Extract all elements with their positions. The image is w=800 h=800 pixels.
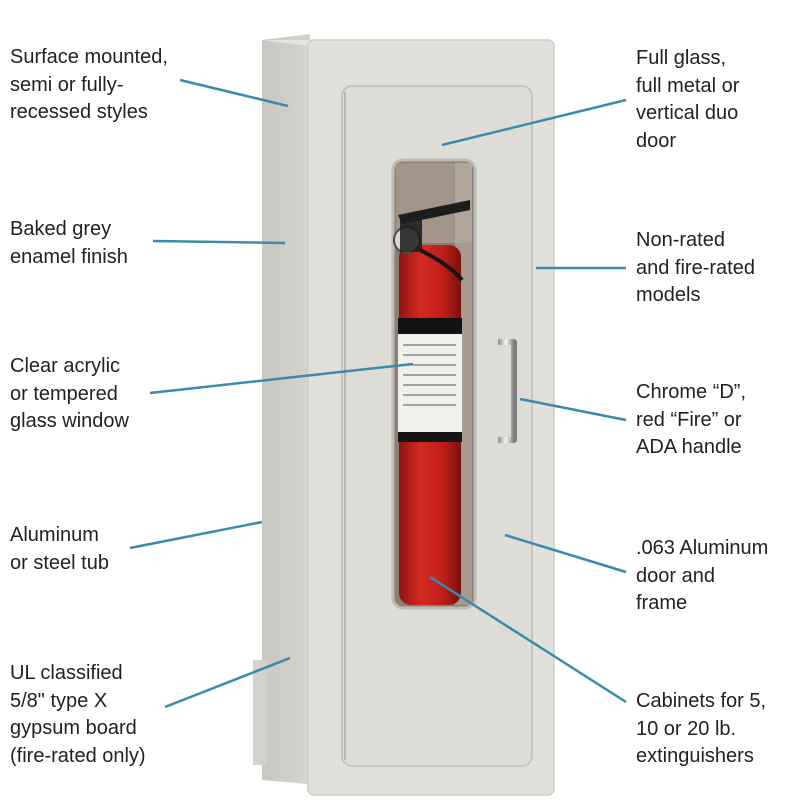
callout-line: or tempered bbox=[10, 382, 118, 405]
callout-tub: Aluminum or steel tub bbox=[10, 522, 109, 577]
callout-line: door and bbox=[636, 564, 715, 587]
callout-line: or steel tub bbox=[10, 551, 109, 574]
callout-line: enamel finish bbox=[10, 245, 128, 268]
callout-door-type: Full glass, full metal or vertical duo d… bbox=[636, 45, 739, 155]
callout-line: Non-rated bbox=[636, 229, 725, 251]
callout-line: Aluminum bbox=[10, 524, 99, 546]
callout-finish: Baked grey enamel finish bbox=[10, 216, 128, 271]
callout-line: 10 or 20 lb. bbox=[636, 717, 737, 740]
callout-line: .063 Aluminum bbox=[636, 537, 769, 559]
leader-handle bbox=[519, 397, 627, 422]
callout-line: extinguishers bbox=[636, 745, 754, 767]
callout-line: frame bbox=[636, 592, 688, 614]
leader-capacity bbox=[429, 575, 627, 704]
callout-surface: Surface mounted, semi or fully- recessed… bbox=[10, 44, 168, 127]
callout-line: (fire-rated only) bbox=[10, 744, 146, 767]
callout-line: red “Fire” or bbox=[636, 408, 742, 431]
leader-material bbox=[504, 533, 627, 574]
callout-material: .063 Aluminum door and frame bbox=[636, 535, 768, 618]
callout-line: Full glass, bbox=[636, 47, 727, 69]
callout-line: UL classified bbox=[10, 662, 123, 684]
callout-line: Cabinets for 5, bbox=[636, 690, 767, 712]
extinguisher bbox=[393, 200, 470, 605]
callout-line: and fire-rated bbox=[636, 256, 755, 279]
callout-line: 5/8" type X bbox=[10, 689, 108, 712]
callout-line: Chrome “D”, bbox=[636, 381, 747, 403]
callout-line: semi or fully- bbox=[10, 73, 124, 96]
callout-line: vertical duo bbox=[636, 102, 739, 124]
callout-line: Clear acrylic bbox=[10, 355, 121, 377]
callout-line: glass window bbox=[10, 410, 129, 432]
d-handle bbox=[498, 339, 517, 443]
callout-line: gypsum board bbox=[10, 717, 137, 739]
leader-door-type bbox=[441, 98, 627, 147]
callout-line: recessed styles bbox=[10, 101, 148, 123]
callout-line: ADA handle bbox=[636, 436, 742, 458]
leader-surface bbox=[179, 78, 289, 108]
callout-rating: Non-rated and fire-rated models bbox=[636, 227, 755, 310]
leader-finish bbox=[152, 239, 286, 245]
callout-window: Clear acrylic or tempered glass window bbox=[10, 353, 129, 436]
callout-line: Baked grey bbox=[10, 218, 112, 240]
callout-line: full metal or bbox=[636, 74, 740, 97]
callout-line: door bbox=[636, 129, 677, 152]
callout-capacity: Cabinets for 5, 10 or 20 lb. extinguishe… bbox=[636, 688, 766, 771]
callout-line: Surface mounted, bbox=[10, 46, 168, 68]
leader-window bbox=[149, 362, 414, 395]
callout-handle: Chrome “D”, red “Fire” or ADA handle bbox=[636, 379, 746, 462]
leader-gypsum bbox=[164, 656, 291, 709]
callout-gypsum: UL classified 5/8" type X gypsum board (… bbox=[10, 660, 146, 770]
callout-line: models bbox=[636, 284, 701, 306]
leader-tub bbox=[129, 520, 263, 550]
leader-lines bbox=[129, 78, 627, 709]
